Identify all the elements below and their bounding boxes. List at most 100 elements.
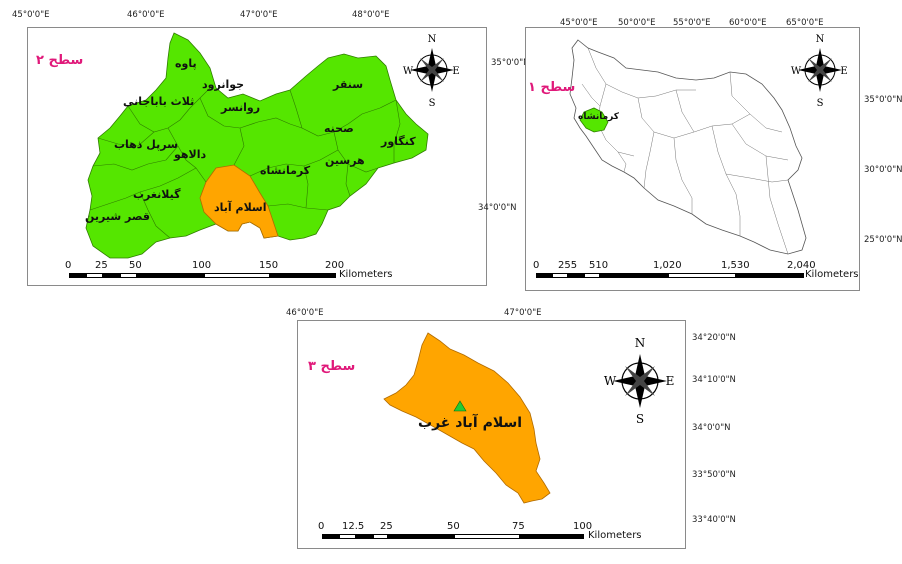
compass-s: S	[817, 98, 824, 109]
compass-n: N	[428, 34, 437, 45]
label-kermanshah: کرمانشاه	[260, 164, 311, 177]
scale1-seg	[536, 273, 552, 278]
l3-lon-46: 46°0'0"E	[286, 308, 324, 318]
scale3-t5: 100	[573, 521, 593, 532]
map-panel-level2: سطح ۲ پاوه جوانرود ثلاث باباجانی روانسر …	[27, 27, 487, 286]
scale2-seg	[270, 273, 336, 278]
compass-s: S	[636, 412, 644, 426]
province-map	[85, 32, 429, 259]
compass-s: S	[429, 98, 436, 109]
l3-lat-3350: 33°50'0"N	[692, 470, 736, 480]
l1-lon-55: 55°0'0"E	[673, 18, 711, 28]
level2-title: سطح ۲	[36, 53, 84, 68]
compass-w: W	[791, 66, 802, 77]
compass-rose-icon: N S E W	[791, 34, 848, 109]
lon-tick-47: 47°0'0"E	[240, 10, 278, 20]
scale1-seg	[584, 273, 600, 278]
compass-n: N	[635, 336, 646, 350]
kermanshah-highlight	[579, 107, 609, 133]
level1-title: سطح ۱	[528, 80, 576, 95]
compass-e: E	[452, 66, 459, 77]
l1-lon-50: 50°0'0"E	[618, 18, 656, 28]
center-point-marker	[453, 400, 467, 412]
label-javanrud: جوانرود	[202, 78, 245, 91]
iran-map	[569, 39, 807, 255]
scale2-t4: 150	[259, 260, 279, 271]
scale3-seg	[339, 534, 356, 539]
l3-lat-3400: 34°0'0"N	[692, 423, 731, 433]
scale1-t1: 255	[558, 260, 578, 271]
l1-lat-35: 35°0'0"N	[864, 95, 902, 105]
scale3-seg	[520, 534, 584, 539]
compass-e: E	[666, 374, 675, 388]
label-harsin: هرسین	[325, 154, 365, 167]
scale1-t3: 1,020	[653, 260, 682, 271]
provinces-borders	[581, 47, 789, 255]
scale3-seg	[356, 534, 373, 539]
map-panel-level1: سطح ۱ کرمانشاه N S E W 0 255 510 1,020 1…	[525, 27, 860, 291]
scale2-unit: Kilometers	[339, 269, 393, 280]
l1-lat-25: 25°0'0"N	[864, 235, 902, 245]
map-panel-level3: سطح ۳ اسلام آباد غرب N S E W 0 12.5 25 5…	[297, 320, 686, 549]
scale3-unit: Kilometers	[588, 530, 642, 541]
compass-e: E	[840, 66, 847, 77]
compass-w: W	[604, 374, 617, 388]
label-kermanshah-province: کرمانشاه	[578, 112, 620, 122]
county-map	[383, 332, 551, 504]
scale2-seg	[137, 273, 204, 278]
eslamabad-shape	[199, 164, 279, 239]
compass-rose-icon: N S E W	[604, 336, 675, 426]
scale3-seg	[454, 534, 520, 539]
label-sahneh: صحنه	[324, 122, 354, 135]
label-eslamabad-gharb: اسلام آباد غرب	[418, 415, 523, 431]
l1-lon-45: 45°0'0"E	[560, 18, 598, 28]
province-shape	[85, 32, 429, 259]
l1-lon-60: 60°0'0"E	[729, 18, 767, 28]
label-qasr: قصر شیرین	[85, 210, 150, 223]
lon-tick-46: 46°0'0"E	[127, 10, 165, 20]
scale2-seg	[86, 273, 103, 278]
label-sarpol: سرپل ذهاب	[114, 138, 178, 151]
scale2-t2: 50	[129, 260, 142, 271]
compass-rose-icon: N S E W	[403, 34, 460, 109]
lat-tick-35: 35°0'0"N	[491, 58, 530, 68]
scale1-t5: 2,040	[787, 260, 816, 271]
scale1-unit: Kilometers	[805, 269, 859, 280]
scale1-seg	[736, 273, 804, 278]
scale2-t3: 100	[192, 260, 212, 271]
scale2-t1: 25	[95, 260, 108, 271]
label-salas: ثلاث باباجانی	[123, 95, 195, 108]
scale3-t2: 25	[380, 521, 393, 532]
county-borders	[89, 87, 401, 239]
lon-tick-45: 45°0'0"E	[12, 10, 50, 20]
scale1-seg	[568, 273, 584, 278]
scale1-seg	[600, 273, 668, 278]
label-ravansar: روانسر	[221, 101, 261, 114]
lat-tick-34: 34°0'0"N	[478, 203, 517, 213]
scale2-t0: 0	[65, 260, 72, 271]
label-gilan: گیلانغرب	[133, 188, 181, 201]
scale3-t4: 75	[512, 521, 525, 532]
level3-title: سطح ۳	[308, 359, 356, 374]
scale3-t0: 0	[318, 521, 325, 532]
l3-lat-3410: 34°10'0"N	[692, 375, 736, 385]
scale2-seg	[103, 273, 120, 278]
scale2-seg	[204, 273, 270, 278]
scale1-t4: 1,530	[721, 260, 750, 271]
compass-n: N	[816, 34, 825, 45]
scale1-t0: 0	[533, 260, 540, 271]
label-kangavar: کنگاور	[381, 135, 416, 148]
scale3-t3: 50	[447, 521, 460, 532]
label-eslamabad: اسلام آباد	[214, 201, 267, 214]
scale1-t2: 510	[589, 260, 609, 271]
scale2-seg	[69, 273, 86, 278]
scale2-t5: 200	[325, 260, 345, 271]
l3-lat-3340: 33°40'0"N	[692, 515, 736, 525]
scale3-t1: 12.5	[342, 521, 365, 532]
l3-lat-3420: 34°20'0"N	[692, 333, 736, 343]
county-shape	[383, 332, 551, 504]
label-dalahu: دالاهو	[174, 148, 207, 161]
compass-w: W	[403, 66, 414, 77]
lon-tick-48: 48°0'0"E	[352, 10, 390, 20]
l3-lon-47: 47°0'0"E	[504, 308, 542, 318]
